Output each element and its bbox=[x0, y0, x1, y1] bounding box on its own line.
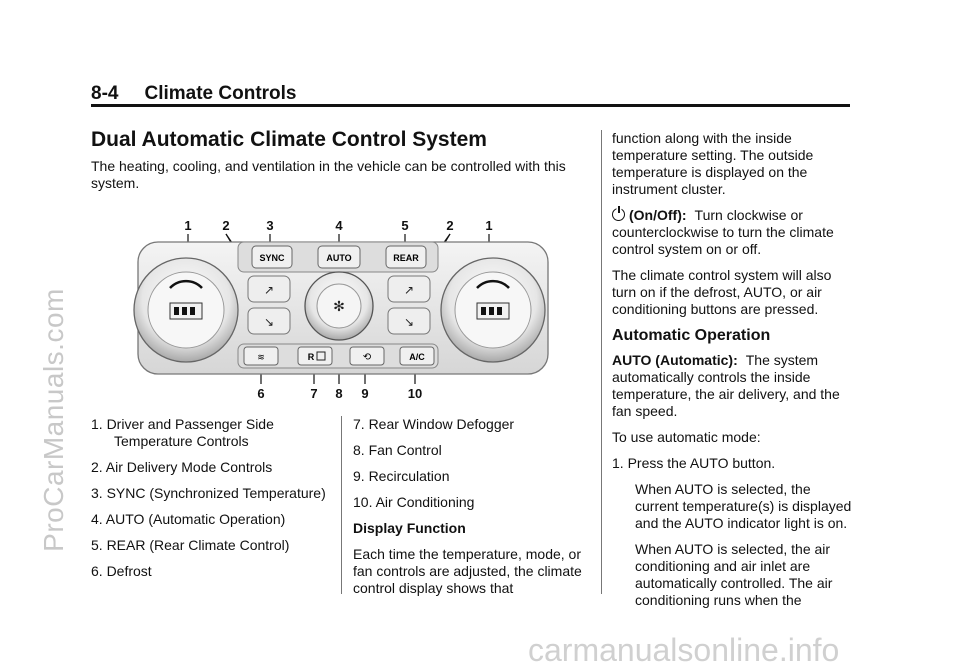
legend-item: 7. Rear Window Defogger bbox=[353, 416, 515, 432]
legend-item: 2. Air Delivery Mode Controls bbox=[91, 459, 273, 475]
section-title: Dual Automatic Climate Control System bbox=[91, 128, 487, 151]
callout-5: 5 bbox=[401, 218, 408, 233]
auto-paragraph: AUTO (Automatic):The system automaticall… bbox=[612, 352, 852, 420]
rear-defog-button[interactable] bbox=[297, 346, 333, 366]
legend-item: 8. Fan Control bbox=[353, 442, 442, 458]
rear-defog-label: R bbox=[308, 352, 315, 362]
power-icon bbox=[612, 208, 625, 221]
legend-item: 3. SYNC (Synchronized Temperature) bbox=[91, 485, 326, 501]
callout-8: 8 bbox=[335, 386, 342, 401]
ac-label: A/C bbox=[409, 352, 425, 362]
legend-item: 4. AUTO (Automatic Operation) bbox=[91, 511, 286, 527]
callout-7: 7 bbox=[310, 386, 317, 401]
rear-defog-icon bbox=[316, 351, 326, 361]
onoff-paragraph: (On/Off):Turn clockwise or counterclockw… bbox=[612, 207, 852, 258]
step-1-para-1: When AUTO is selected, the current tempe… bbox=[635, 481, 852, 531]
right-column: function along with the inside temperatu… bbox=[612, 130, 852, 618]
callout-1-left: 1 bbox=[184, 218, 191, 233]
auto-button[interactable] bbox=[317, 245, 361, 269]
callout-3: 3 bbox=[266, 218, 273, 233]
also-on-text: The climate control system will also tur… bbox=[612, 267, 832, 317]
onoff-label: (On/Off): bbox=[629, 207, 687, 223]
callout-9: 9 bbox=[361, 386, 368, 401]
display-function-text: Each time the temperature, mode, or fan … bbox=[353, 546, 582, 596]
legend-mid: 7. Rear Window Defogger 8. Fan Control 9… bbox=[353, 416, 585, 606]
auto-text: The system automatically controls the in… bbox=[612, 352, 840, 419]
mode-button-upper-left[interactable] bbox=[247, 275, 291, 303]
column-divider bbox=[341, 416, 342, 594]
callout-1-right: 1 bbox=[485, 218, 492, 233]
mode-button-upper-right[interactable] bbox=[387, 275, 431, 303]
callout-2-left: 2 bbox=[222, 218, 229, 233]
rear-button[interactable] bbox=[385, 245, 427, 269]
ac-button[interactable] bbox=[399, 346, 435, 366]
legend-left: 1. Driver and Passenger Side Temperature… bbox=[91, 416, 331, 589]
bilevel-icon: ↘ bbox=[404, 315, 414, 329]
recirculation-icon: ⟲ bbox=[363, 352, 372, 363]
floor-icon: ↘ bbox=[264, 315, 274, 329]
to-use-text: To use automatic mode: bbox=[612, 429, 761, 445]
onoff-text: Turn clockwise or counterclockwise to tu… bbox=[612, 207, 834, 257]
recirculation-button[interactable] bbox=[349, 346, 385, 366]
legend-item: 1. Driver and Passenger Side Temperature… bbox=[91, 416, 274, 449]
callout-4: 4 bbox=[335, 218, 343, 233]
rear-label: REAR bbox=[393, 253, 419, 263]
callout-6: 6 bbox=[257, 386, 264, 401]
section-name: Climate Controls bbox=[144, 83, 297, 104]
defrost-button[interactable] bbox=[243, 346, 279, 366]
climate-control-diagram: 1 2 3 4 5 2 1 6 7 8 9 10 SYNC AUTO REAR bbox=[133, 218, 549, 401]
column-divider bbox=[601, 130, 602, 594]
header-rule bbox=[91, 104, 850, 107]
auto-label: AUTO bbox=[326, 253, 351, 263]
vent-icon: ↗ bbox=[264, 283, 274, 297]
sync-label: SYNC bbox=[259, 253, 285, 263]
continuation-text: function along with the inside temperatu… bbox=[612, 130, 814, 197]
step-1-para-2: When AUTO is selected, the air condition… bbox=[635, 541, 833, 608]
sync-button[interactable] bbox=[251, 245, 293, 269]
intro-paragraph: The heating, cooling, and ventilation in… bbox=[91, 158, 566, 191]
auto-label: AUTO (Automatic): bbox=[612, 352, 738, 368]
callout-10: 10 bbox=[408, 386, 422, 401]
mode-button-lower-right[interactable] bbox=[387, 307, 431, 335]
callout-2-right: 2 bbox=[446, 218, 453, 233]
page-header: 8-4 Climate Controls bbox=[91, 83, 297, 105]
legend-item: 6. Defrost bbox=[91, 563, 152, 579]
defrost-icon: ≋ bbox=[257, 352, 265, 362]
legend-item: 5. REAR (Rear Climate Control) bbox=[91, 537, 290, 553]
defrost-floor-icon: ↗ bbox=[404, 283, 414, 297]
mode-button-lower-left[interactable] bbox=[247, 307, 291, 335]
display-function-heading: Display Function bbox=[353, 520, 466, 536]
automatic-operation-heading: Automatic Operation bbox=[612, 327, 771, 344]
page-number: 8-4 bbox=[91, 83, 119, 104]
step-1: 1. Press the AUTO button. bbox=[612, 455, 776, 471]
bottom-watermark: carmanualsonline.info bbox=[528, 632, 840, 668]
side-watermark: ProCarManuals.com bbox=[38, 288, 69, 552]
legend-item: 10. Air Conditioning bbox=[353, 494, 475, 510]
legend-item: 9. Recirculation bbox=[353, 468, 450, 484]
fan-icon: ✻ bbox=[333, 298, 345, 314]
